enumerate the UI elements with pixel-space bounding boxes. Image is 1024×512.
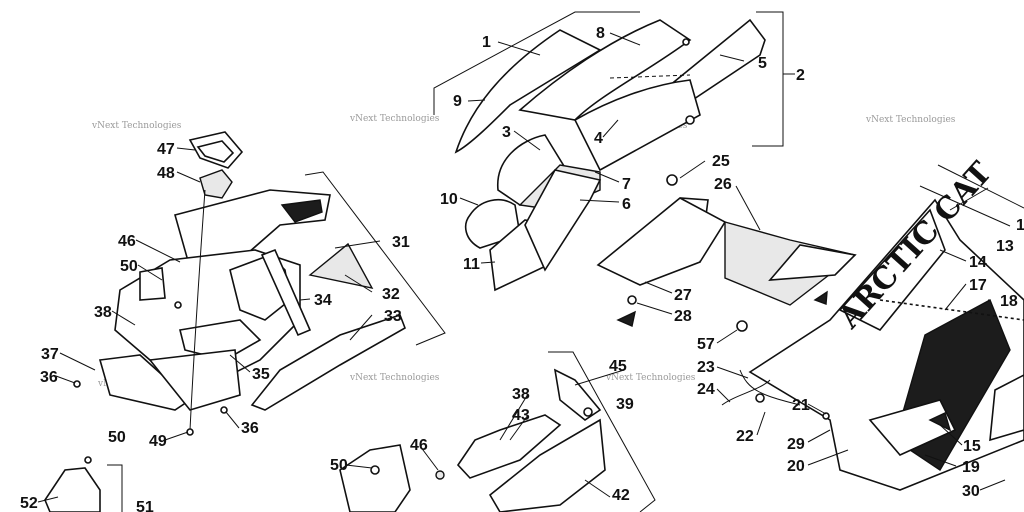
callout-15: 15: [963, 438, 981, 455]
callout-50c: 50: [330, 457, 348, 474]
leader-lines: [37, 32, 1006, 503]
callout-34: 34: [314, 292, 332, 309]
callout-12: 12: [1016, 217, 1024, 234]
callout-51: 51: [136, 499, 154, 512]
callout-43: 43: [512, 407, 530, 424]
callout-13: 13: [996, 238, 1014, 255]
callout-26: 26: [714, 176, 732, 193]
callout-21: 21: [792, 397, 810, 414]
callout-10: 10: [440, 191, 458, 208]
callout-38: 38: [94, 304, 112, 321]
callout-17: 17: [969, 277, 987, 294]
callout-57: 57: [697, 336, 715, 353]
callout-47: 47: [157, 141, 175, 158]
watermark: vNext Technologies: [605, 373, 696, 383]
callout-2: 2: [796, 67, 805, 84]
seat-assembly: [433, 11, 795, 292]
callout-30: 30: [962, 483, 980, 500]
callout-14: 14: [969, 254, 987, 271]
callout-1: 1: [482, 34, 491, 51]
callout-8: 8: [596, 25, 605, 42]
callout-11: 11: [463, 256, 480, 273]
callout-9: 9: [453, 93, 462, 110]
callout-35: 35: [252, 366, 270, 383]
callout-50: 50: [120, 258, 138, 275]
console-assembly: [73, 131, 446, 436]
watermark: vNext Technologies: [91, 121, 182, 131]
callout-22: 22: [736, 428, 754, 445]
callout-labels: 1 2 3 4 5 6 7 8 9 10 11 12 13 14 15 17 1…: [20, 25, 1024, 512]
callout-50b: 50: [108, 429, 126, 446]
callout-24: 24: [697, 381, 715, 398]
callout-37: 37: [41, 346, 59, 363]
callout-19: 19: [962, 459, 980, 476]
callout-33: 33: [384, 308, 402, 325]
callout-18: 18: [1000, 293, 1018, 310]
side-panel-assembly: [596, 174, 857, 327]
callout-32: 32: [382, 286, 400, 303]
callout-20: 20: [787, 458, 805, 475]
callout-36b: 36: [241, 420, 259, 437]
callout-6: 6: [622, 196, 631, 213]
callout-52: 52: [20, 495, 38, 512]
callout-38b: 38: [512, 386, 530, 403]
callout-36: 36: [40, 369, 58, 386]
watermark: vNext Technologies: [349, 373, 440, 383]
callout-5: 5: [758, 55, 767, 72]
callout-49: 49: [149, 433, 167, 450]
callout-7: 7: [622, 176, 631, 193]
callout-46: 46: [118, 233, 136, 250]
callout-25: 25: [712, 153, 730, 170]
callout-31: 31: [392, 234, 410, 251]
callout-45: 45: [609, 358, 627, 375]
callout-28: 28: [674, 308, 692, 325]
watermark: vNext Technologies: [349, 114, 440, 124]
callout-29: 29: [787, 436, 805, 453]
callout-23: 23: [697, 359, 715, 376]
callout-48: 48: [157, 165, 175, 182]
callout-46b: 46: [410, 437, 428, 454]
callout-39: 39: [616, 396, 634, 413]
watermark: vNext Technologies: [865, 115, 956, 125]
callout-3: 3: [502, 124, 511, 141]
callout-27: 27: [674, 287, 692, 304]
callout-42: 42: [612, 487, 630, 504]
lower-trim-assembly: [44, 351, 656, 512]
callout-4: 4: [594, 130, 603, 147]
